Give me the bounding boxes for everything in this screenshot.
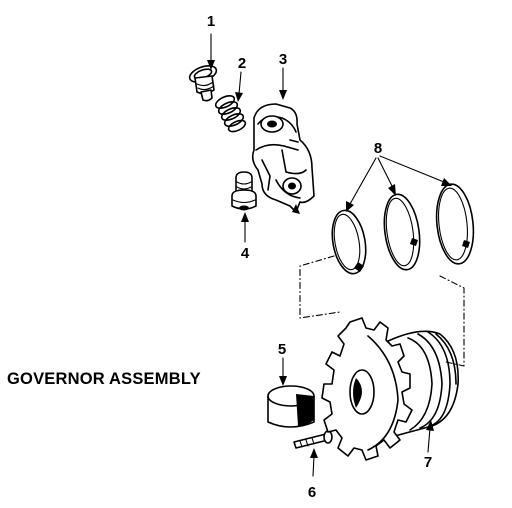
callout-5: 5 xyxy=(278,341,286,358)
callout-labels: 1 2 3 4 5 6 7 8 xyxy=(207,13,432,501)
spring-part xyxy=(214,95,247,133)
callout-4: 4 xyxy=(241,245,250,262)
seal-ring-2 xyxy=(383,193,421,271)
governor-body-part xyxy=(251,103,315,214)
callout-1: 1 xyxy=(207,13,215,30)
callout-6: 6 xyxy=(308,484,316,501)
diagram-title: GOVERNOR ASSEMBLY xyxy=(7,370,201,388)
seal-ring-3 xyxy=(435,183,475,265)
valve-part xyxy=(231,171,257,211)
callout-3: 3 xyxy=(279,51,287,68)
seal-ring-1 xyxy=(331,209,367,275)
assembly-guide-lines xyxy=(299,255,465,367)
callout-leaders xyxy=(207,33,452,477)
weight-part xyxy=(267,385,315,428)
seal-rings-part xyxy=(331,183,475,275)
callout-7: 7 xyxy=(424,454,432,471)
bolt-part xyxy=(293,430,333,449)
callout-8: 8 xyxy=(374,140,382,157)
plug-part xyxy=(188,65,218,102)
support-part xyxy=(321,317,459,461)
callout-2: 2 xyxy=(238,55,246,72)
